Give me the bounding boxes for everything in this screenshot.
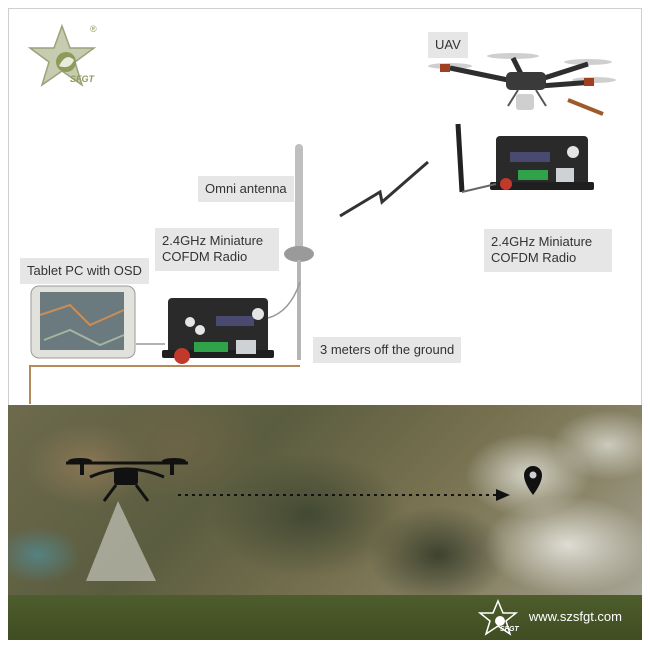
drone-icon bbox=[428, 53, 616, 116]
registered-mark: ® bbox=[90, 24, 97, 34]
uav-drone-image bbox=[428, 42, 618, 122]
uav-label: UAV bbox=[428, 32, 468, 59]
radio-device-icon bbox=[455, 123, 594, 193]
ground-radio-label: 2.4GHz Miniature COFDM Radio bbox=[155, 228, 279, 271]
air-radio-assembly bbox=[448, 122, 598, 204]
omni-antenna-label: Omni antenna bbox=[198, 176, 294, 203]
footer-bar: SFGT www.szsfgt.com bbox=[8, 595, 642, 640]
ground-radio-device bbox=[160, 292, 278, 370]
location-pin-icon bbox=[524, 466, 542, 495]
star-logo-icon bbox=[477, 599, 519, 636]
brand-logo: SFGT ® bbox=[26, 22, 106, 92]
tablet-icon bbox=[30, 285, 136, 359]
brand-logo-text: SFGT bbox=[70, 74, 94, 84]
air-radio-label: 2.4GHz Miniature COFDM Radio bbox=[484, 229, 612, 272]
footer-logo: SFGT bbox=[477, 599, 522, 637]
ground-height-label: 3 meters off the ground bbox=[313, 337, 462, 364]
omni-antenna bbox=[282, 142, 316, 364]
terrain-map-background bbox=[8, 405, 642, 595]
website-link[interactable]: www.szsfgt.com bbox=[528, 609, 622, 624]
tablet-label: Tablet PC with OSD bbox=[20, 258, 149, 285]
drone-icon bbox=[66, 458, 188, 502]
wireless-link bbox=[336, 158, 432, 220]
tablet-pc-image bbox=[30, 285, 136, 359]
footer-logo-text: SFGT bbox=[500, 626, 519, 633]
cables-and-ground-line bbox=[29, 281, 301, 404]
star-logo-icon bbox=[27, 23, 97, 87]
antenna-icon bbox=[284, 144, 314, 360]
radio-device-icon bbox=[162, 298, 274, 364]
lightning-link-icon bbox=[339, 160, 429, 218]
flight-path-overlay bbox=[66, 458, 542, 581]
